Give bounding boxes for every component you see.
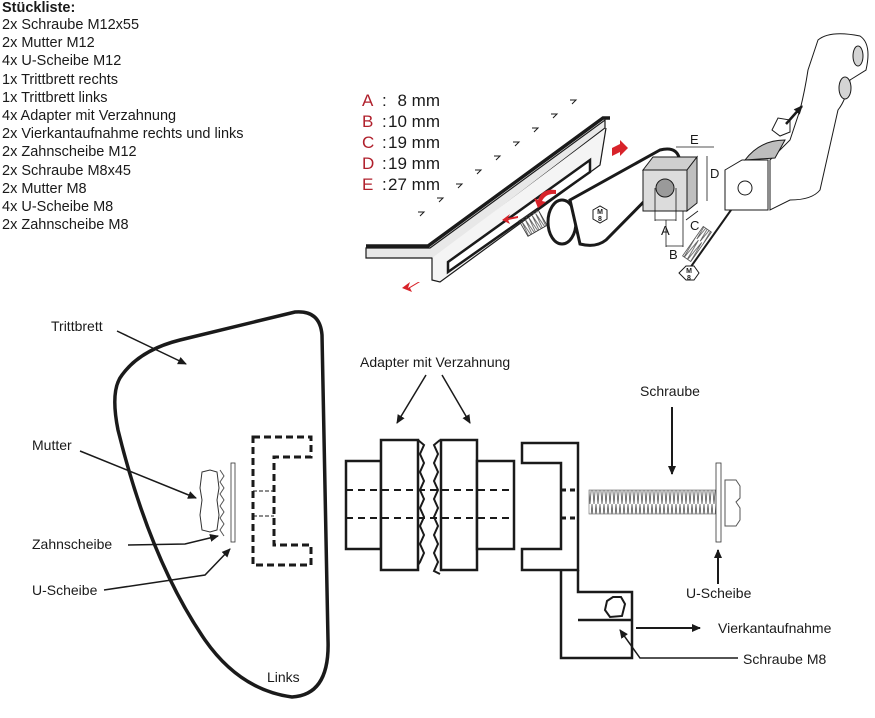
square-mount-block: A B C D E [641,132,719,262]
dimension-table: A : 8 mm B : 10 mm C : 19 mm D : 19 mm E… [362,91,440,194]
label-schraube-m8: Schraube M8 [743,651,826,667]
parts-list-item: 4x Adapter mit Verzahnung [2,108,177,125]
hidden-bracket [251,435,313,567]
bolt-marking-8: 8 [687,275,691,282]
dimension-key: D [362,154,374,173]
square-mount-bracket [520,441,634,660]
dimension-sep: : [382,91,387,110]
dimension-key: E [362,175,373,194]
dimension-key: A [362,91,374,110]
parts-list-title: Stückliste: [2,0,76,16]
parts-list-item: 4x U-Scheibe M12 [2,53,122,70]
toothed-adapter-left [344,438,426,572]
parts-list-item: 4x U-Scheibe M8 [2,199,114,216]
label-adapter: Adapter mit Verzahnung [360,354,510,370]
footboard-perspective: M 8 [365,99,682,292]
dimension-value: 27 mm [388,175,440,194]
parts-list-item: 1x Trittbrett links [2,89,108,106]
dimension-value: 8 mm [398,91,441,110]
dim-label-d: D [710,166,719,181]
label-trittbrett: Trittbrett [51,318,103,334]
bolt-m12 [588,462,741,543]
red-arrow-icon [402,282,420,292]
dimension-row-c: C : 19 mm [362,133,440,152]
label-zahnscheibe: Zahnscheibe [32,536,112,552]
parts-list-item: 2x Vierkantaufnahme rechts und links [2,126,244,143]
dim-label-e: E [690,132,699,147]
parts-list-item: 2x Mutter M8 [2,180,87,197]
dim-label-a: A [661,223,670,238]
label-links: Links [267,669,300,685]
parts-list-item: 2x Schraube M8x45 [2,162,131,179]
dimension-value: 19 mm [388,133,440,152]
bolt-marking-m: M [686,268,692,275]
dimension-sep: : [382,133,387,152]
dimension-value: 10 mm [388,112,440,131]
red-arrow-icon [612,140,628,156]
dimension-key: C [362,133,374,152]
vehicle-bracket [724,33,869,211]
parts-list: Stückliste: 2x Schraube M12x55 2x Mutter… [2,0,244,234]
toothed-adapter-right [432,438,516,575]
label-u-scheibe-right: U-Scheibe [686,585,752,601]
red-arrow-icon [502,214,518,224]
dimension-row-d: D : 19 mm [362,154,440,173]
nut-assembly [199,462,236,543]
dimension-sep: : [382,154,387,173]
dim-label-b: B [669,247,678,262]
dim-label-c: C [690,218,699,233]
label-u-scheibe-left: U-Scheibe [32,582,98,598]
dimension-value: 19 mm [388,154,440,173]
parts-list-item: 2x Zahnscheibe M8 [2,217,129,234]
dimension-sep: : [382,175,387,194]
parts-list-item: 2x Zahnscheibe M12 [2,144,137,161]
dimension-row-b: B : 10 mm [362,112,440,131]
dimension-sep: : [382,112,387,131]
bolt-marking-8: 8 [598,216,602,223]
label-mutter: Mutter [32,437,72,453]
bolt-marking-m: M [597,209,603,216]
parts-list-item: 2x Schraube M12x55 [2,17,140,33]
label-vierkantaufnahme: Vierkantaufnahme [718,620,832,636]
footboard-outline [113,310,330,699]
dimension-key: B [362,112,373,131]
dimension-row-e: E : 27 mm [362,175,440,194]
rotate-arrow-icon [534,189,556,208]
parts-list-item: 2x Mutter M12 [2,35,95,52]
label-schraube: Schraube [640,383,700,399]
dimension-row-a: A : 8 mm [362,91,440,110]
parts-list-item: 1x Trittbrett rechts [2,71,119,88]
